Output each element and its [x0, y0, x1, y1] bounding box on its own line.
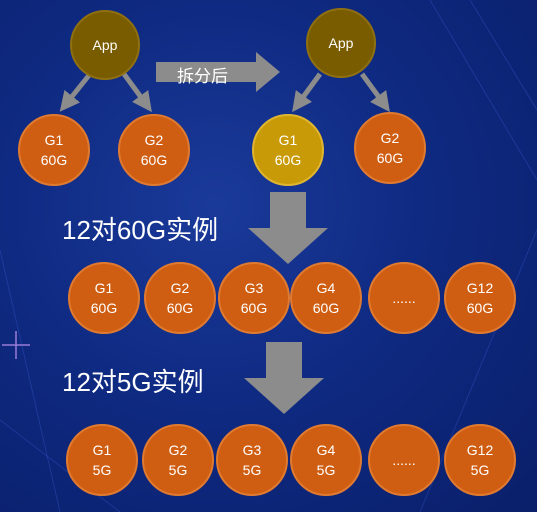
connector-arrow: [359, 72, 390, 113]
row2-node: G12 5G: [444, 424, 516, 496]
connector-arrow: [59, 72, 92, 112]
node-label: G2: [380, 130, 400, 146]
node-label: G4: [316, 442, 336, 458]
down-arrow-2: [244, 342, 324, 414]
connector-arrow: [292, 72, 323, 113]
right-g2-node: G2 60G: [354, 112, 426, 184]
split-arrow: [156, 52, 280, 92]
node-size: 5G: [470, 462, 490, 478]
node-label: G3: [242, 442, 262, 458]
node-label: ......: [392, 290, 416, 306]
node-size: 60G: [240, 300, 268, 316]
left-app-node: App: [70, 10, 140, 80]
node-label: G4: [316, 280, 336, 296]
node-label: G2: [170, 280, 190, 296]
row2-node: G4 5G: [290, 424, 362, 496]
node-label: G1: [94, 280, 114, 296]
node-label: G2: [144, 132, 164, 148]
row1-node: G3 60G: [218, 262, 290, 334]
row1-node: ......: [368, 262, 440, 334]
node-label: G12: [466, 442, 494, 458]
node-label: App: [328, 35, 354, 51]
node-size: 60G: [274, 152, 302, 168]
right-app-node: App: [306, 8, 376, 78]
node-size: 60G: [466, 300, 494, 316]
node-size: 60G: [376, 150, 404, 166]
row1-heading: 12对60G实例: [62, 215, 219, 245]
row1-node: G4 60G: [290, 262, 362, 334]
node-label: App: [92, 37, 118, 53]
sparkle-icon: [2, 331, 30, 359]
node-size: 5G: [242, 462, 262, 478]
down-arrow-1: [248, 192, 328, 264]
row2-heading: 12对5G实例: [62, 367, 204, 397]
node-label: G3: [244, 280, 264, 296]
row1-node: G2 60G: [144, 262, 216, 334]
node-size: 60G: [40, 152, 68, 168]
node-size: 5G: [92, 462, 112, 478]
left-g1-node: G1 60G: [18, 114, 90, 186]
node-label: G2: [168, 442, 188, 458]
node-size: 5G: [168, 462, 188, 478]
node-label: G12: [466, 280, 494, 296]
node-size: 60G: [90, 300, 118, 316]
row2-node: G1 5G: [66, 424, 138, 496]
node-label: G1: [44, 132, 64, 148]
node-size: 60G: [140, 152, 168, 168]
row2-node: G2 5G: [142, 424, 214, 496]
left-g2-node: G2 60G: [118, 114, 190, 186]
row1-node: G12 60G: [444, 262, 516, 334]
node-size: 5G: [316, 462, 336, 478]
connector-arrow: [121, 72, 152, 113]
node-label: G1: [92, 442, 112, 458]
node-size: 60G: [312, 300, 340, 316]
split-label: 拆分后: [177, 67, 228, 86]
row1-node: G1 60G: [68, 262, 140, 334]
row2-node: G3 5G: [216, 424, 288, 496]
node-label: ......: [392, 452, 416, 468]
node-size: 60G: [166, 300, 194, 316]
right-g1-node: G1 60G: [252, 114, 324, 186]
row2-node: ......: [368, 424, 440, 496]
node-label: G1: [278, 132, 298, 148]
